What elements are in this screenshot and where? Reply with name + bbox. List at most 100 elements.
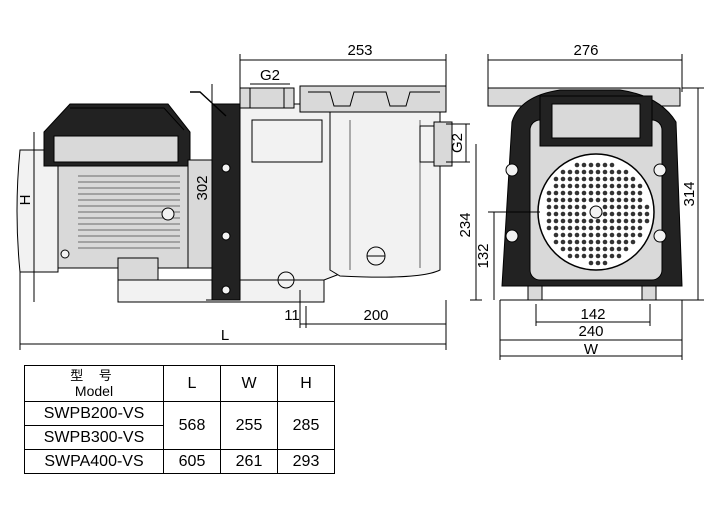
grille-hole (637, 183, 643, 189)
grille-hole (560, 246, 566, 252)
grille-hole (588, 232, 594, 238)
grille-hole (595, 162, 601, 168)
grille-hole (609, 225, 615, 231)
grille-hole (567, 197, 573, 203)
grille-hole (609, 232, 615, 238)
grille-hole (609, 204, 615, 210)
grille-hole (630, 232, 636, 238)
grille-hole (567, 190, 573, 196)
grille-hole (560, 225, 566, 231)
grille-hole (630, 183, 636, 189)
strainer-basket (329, 111, 441, 278)
header-l: L (163, 365, 221, 402)
grille-hole (609, 211, 615, 217)
grille-hole (581, 246, 587, 252)
grille-hole (616, 197, 622, 203)
inlet-port (239, 87, 295, 109)
grille-hole (595, 190, 601, 196)
dim-276: 276 (573, 42, 598, 59)
grille-hole (553, 211, 559, 217)
dim-l: L (221, 327, 229, 344)
grille-hole (602, 211, 608, 217)
grille-hole (616, 204, 622, 210)
model-cell: SWPB300-VS (24, 425, 164, 450)
grille-hole (581, 218, 587, 224)
header-model-en: Model (74, 382, 114, 399)
grille-hole (623, 190, 629, 196)
grille-hole (623, 169, 629, 175)
grille-hole (616, 225, 622, 231)
dim-302: 302 (194, 175, 211, 200)
grille-hole (574, 232, 580, 238)
technical-drawing: 253 G2 302 H G2 234 11 200 L (16, 42, 704, 360)
side-dimensions: 253 G2 302 H G2 234 11 200 L (17, 42, 482, 350)
grille-hole (574, 218, 580, 224)
grille-hole (588, 260, 594, 266)
grille-hole (546, 218, 552, 224)
table-row: SWPB200-VS 568 255 285 (24, 401, 335, 450)
grille-hole (567, 239, 573, 245)
grille-hole (574, 246, 580, 252)
grille-hole (581, 204, 587, 210)
grille-hole (623, 246, 629, 252)
w-cell: 261 (220, 449, 278, 474)
grille-hole (637, 218, 643, 224)
grille-hole (623, 197, 629, 203)
grille-hole (553, 225, 559, 231)
grille-hole (574, 239, 580, 245)
grille-hole (602, 183, 608, 189)
grille-hole (616, 183, 622, 189)
grille-hole (602, 260, 608, 266)
grille-hole (602, 253, 608, 259)
grille-hole (553, 232, 559, 238)
grille-hole (630, 218, 636, 224)
grille-hole (581, 190, 587, 196)
grille-hole (546, 225, 552, 231)
grille-hole (630, 239, 636, 245)
grille-hole (560, 183, 566, 189)
dim-h: H (17, 195, 34, 206)
grille-hole (637, 211, 643, 217)
grille-hole (630, 204, 636, 210)
grille-hole (595, 197, 601, 203)
grille-hole (637, 204, 643, 210)
pump-side-view (16, 85, 453, 306)
motor-fins (78, 175, 180, 249)
grille-hole (602, 239, 608, 245)
grille-hole (567, 183, 573, 189)
grille-hole (553, 176, 559, 182)
l-cell: 568 (163, 401, 221, 450)
grille-hole (560, 197, 566, 203)
grille-hole (588, 176, 594, 182)
grille-hole (616, 169, 622, 175)
grille-hole (623, 239, 629, 245)
grille-hole (588, 190, 594, 196)
model-cell: SWPA400-VS (24, 449, 164, 474)
dim-142: 142 (580, 306, 605, 323)
grille-hole (602, 190, 608, 196)
grille-hole (630, 211, 636, 217)
grille-hole (581, 211, 587, 217)
grille-hole (602, 225, 608, 231)
grille-hole (616, 253, 622, 259)
dim-w: W (584, 341, 599, 358)
grille-hole (616, 246, 622, 252)
grille-hole (567, 253, 573, 259)
grille-hole (609, 169, 615, 175)
header-h: H (277, 365, 335, 402)
dim-314: 314 (681, 181, 698, 206)
grille-hole (588, 169, 594, 175)
grille-hole (609, 218, 615, 224)
grille-hole (560, 239, 566, 245)
grille-hole (602, 176, 608, 182)
grille-hole (588, 183, 594, 189)
grille-hole (588, 246, 594, 252)
grille-hole (623, 232, 629, 238)
model-cell: SWPB200-VS (24, 401, 164, 426)
grille-hole (581, 197, 587, 203)
grille-hole (595, 218, 601, 224)
grille-hole (553, 183, 559, 189)
grille-hole (553, 204, 559, 210)
grille-hole (553, 190, 559, 196)
grille-hole (567, 176, 573, 182)
